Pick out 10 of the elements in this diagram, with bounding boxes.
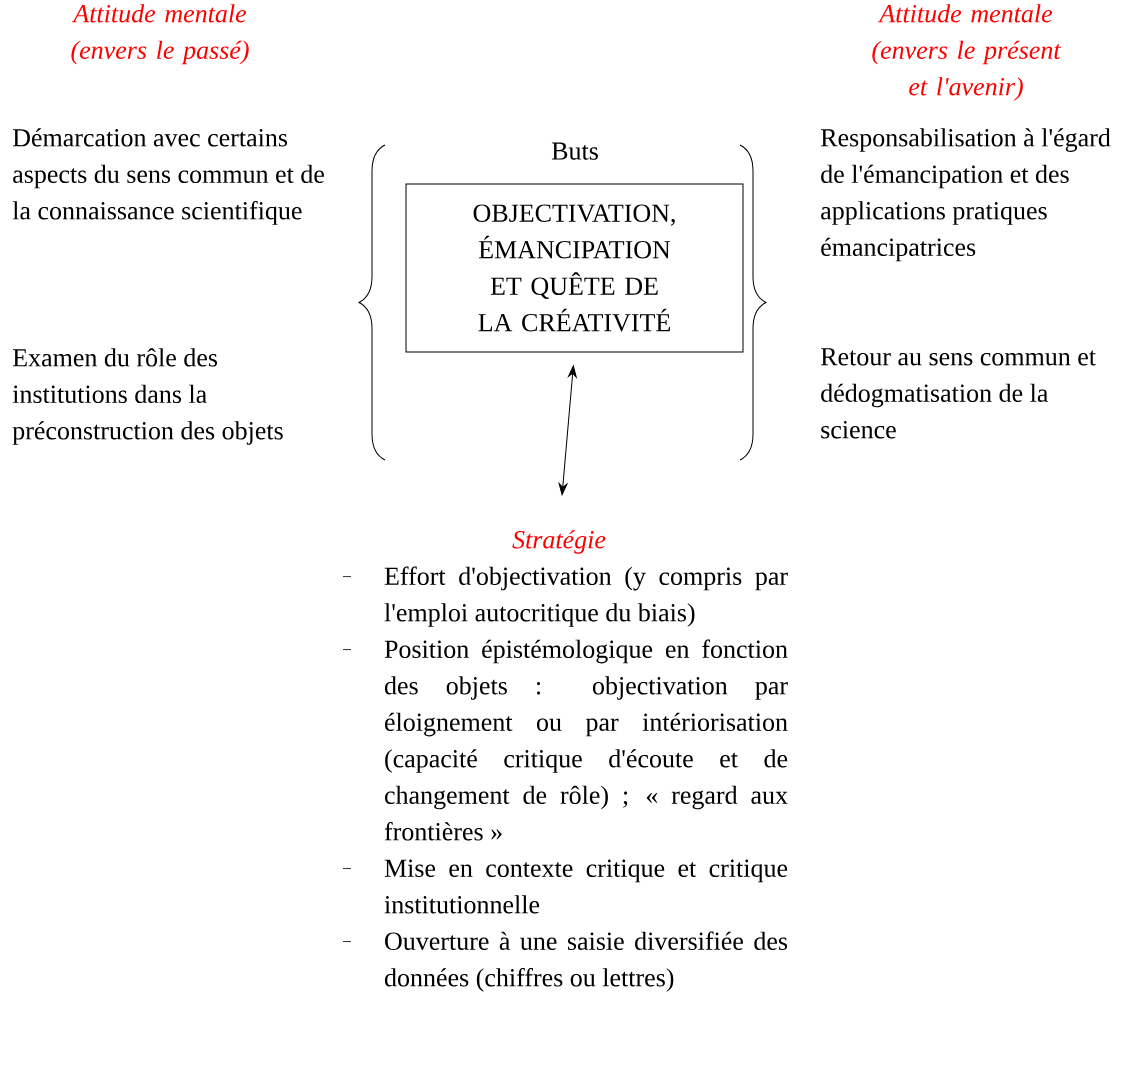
strategy-list: Stratégie Effort d'objectivation (y compris par l'emploi autocritique du biais) Position épistémologique en fonction des objets : objectivation par éloignement ou par intériorisation (capacité critique d'écoute et de changement de rôle) ; « regard aux frontières » Mise en contexte critique et critique institutionnelle Ouverture à une saisie diversifiée des données (chiffres ou lettres) <box>342 530 788 992</box>
heading: Buts <box>551 142 598 160</box>
paragraph: Examen du rôle des institutions dans la préconstruction des objets <box>12 348 283 445</box>
double-arrow <box>558 365 577 496</box>
section-heading: Attitude mentale (envers le passé) <box>71 4 249 65</box>
paragraph: Responsabilisation à l'égard de l'émancipation et des applications pratiques émancipatrices <box>820 128 1111 262</box>
goal-box: OBJECTIVATION, ÉMANCIPATION ET QUÊTE DE LA CRÉATIVITÉ <box>405 183 744 353</box>
section-heading: Attitude mentale (envers le présent et l'avenir) <box>872 4 1062 101</box>
paragraph: Retour au sens commun et dédogmatisation de la science <box>820 348 1096 439</box>
paragraph: Démarcation avec certains aspects du sens commun et de la connaissance scientifique <box>12 128 324 225</box>
